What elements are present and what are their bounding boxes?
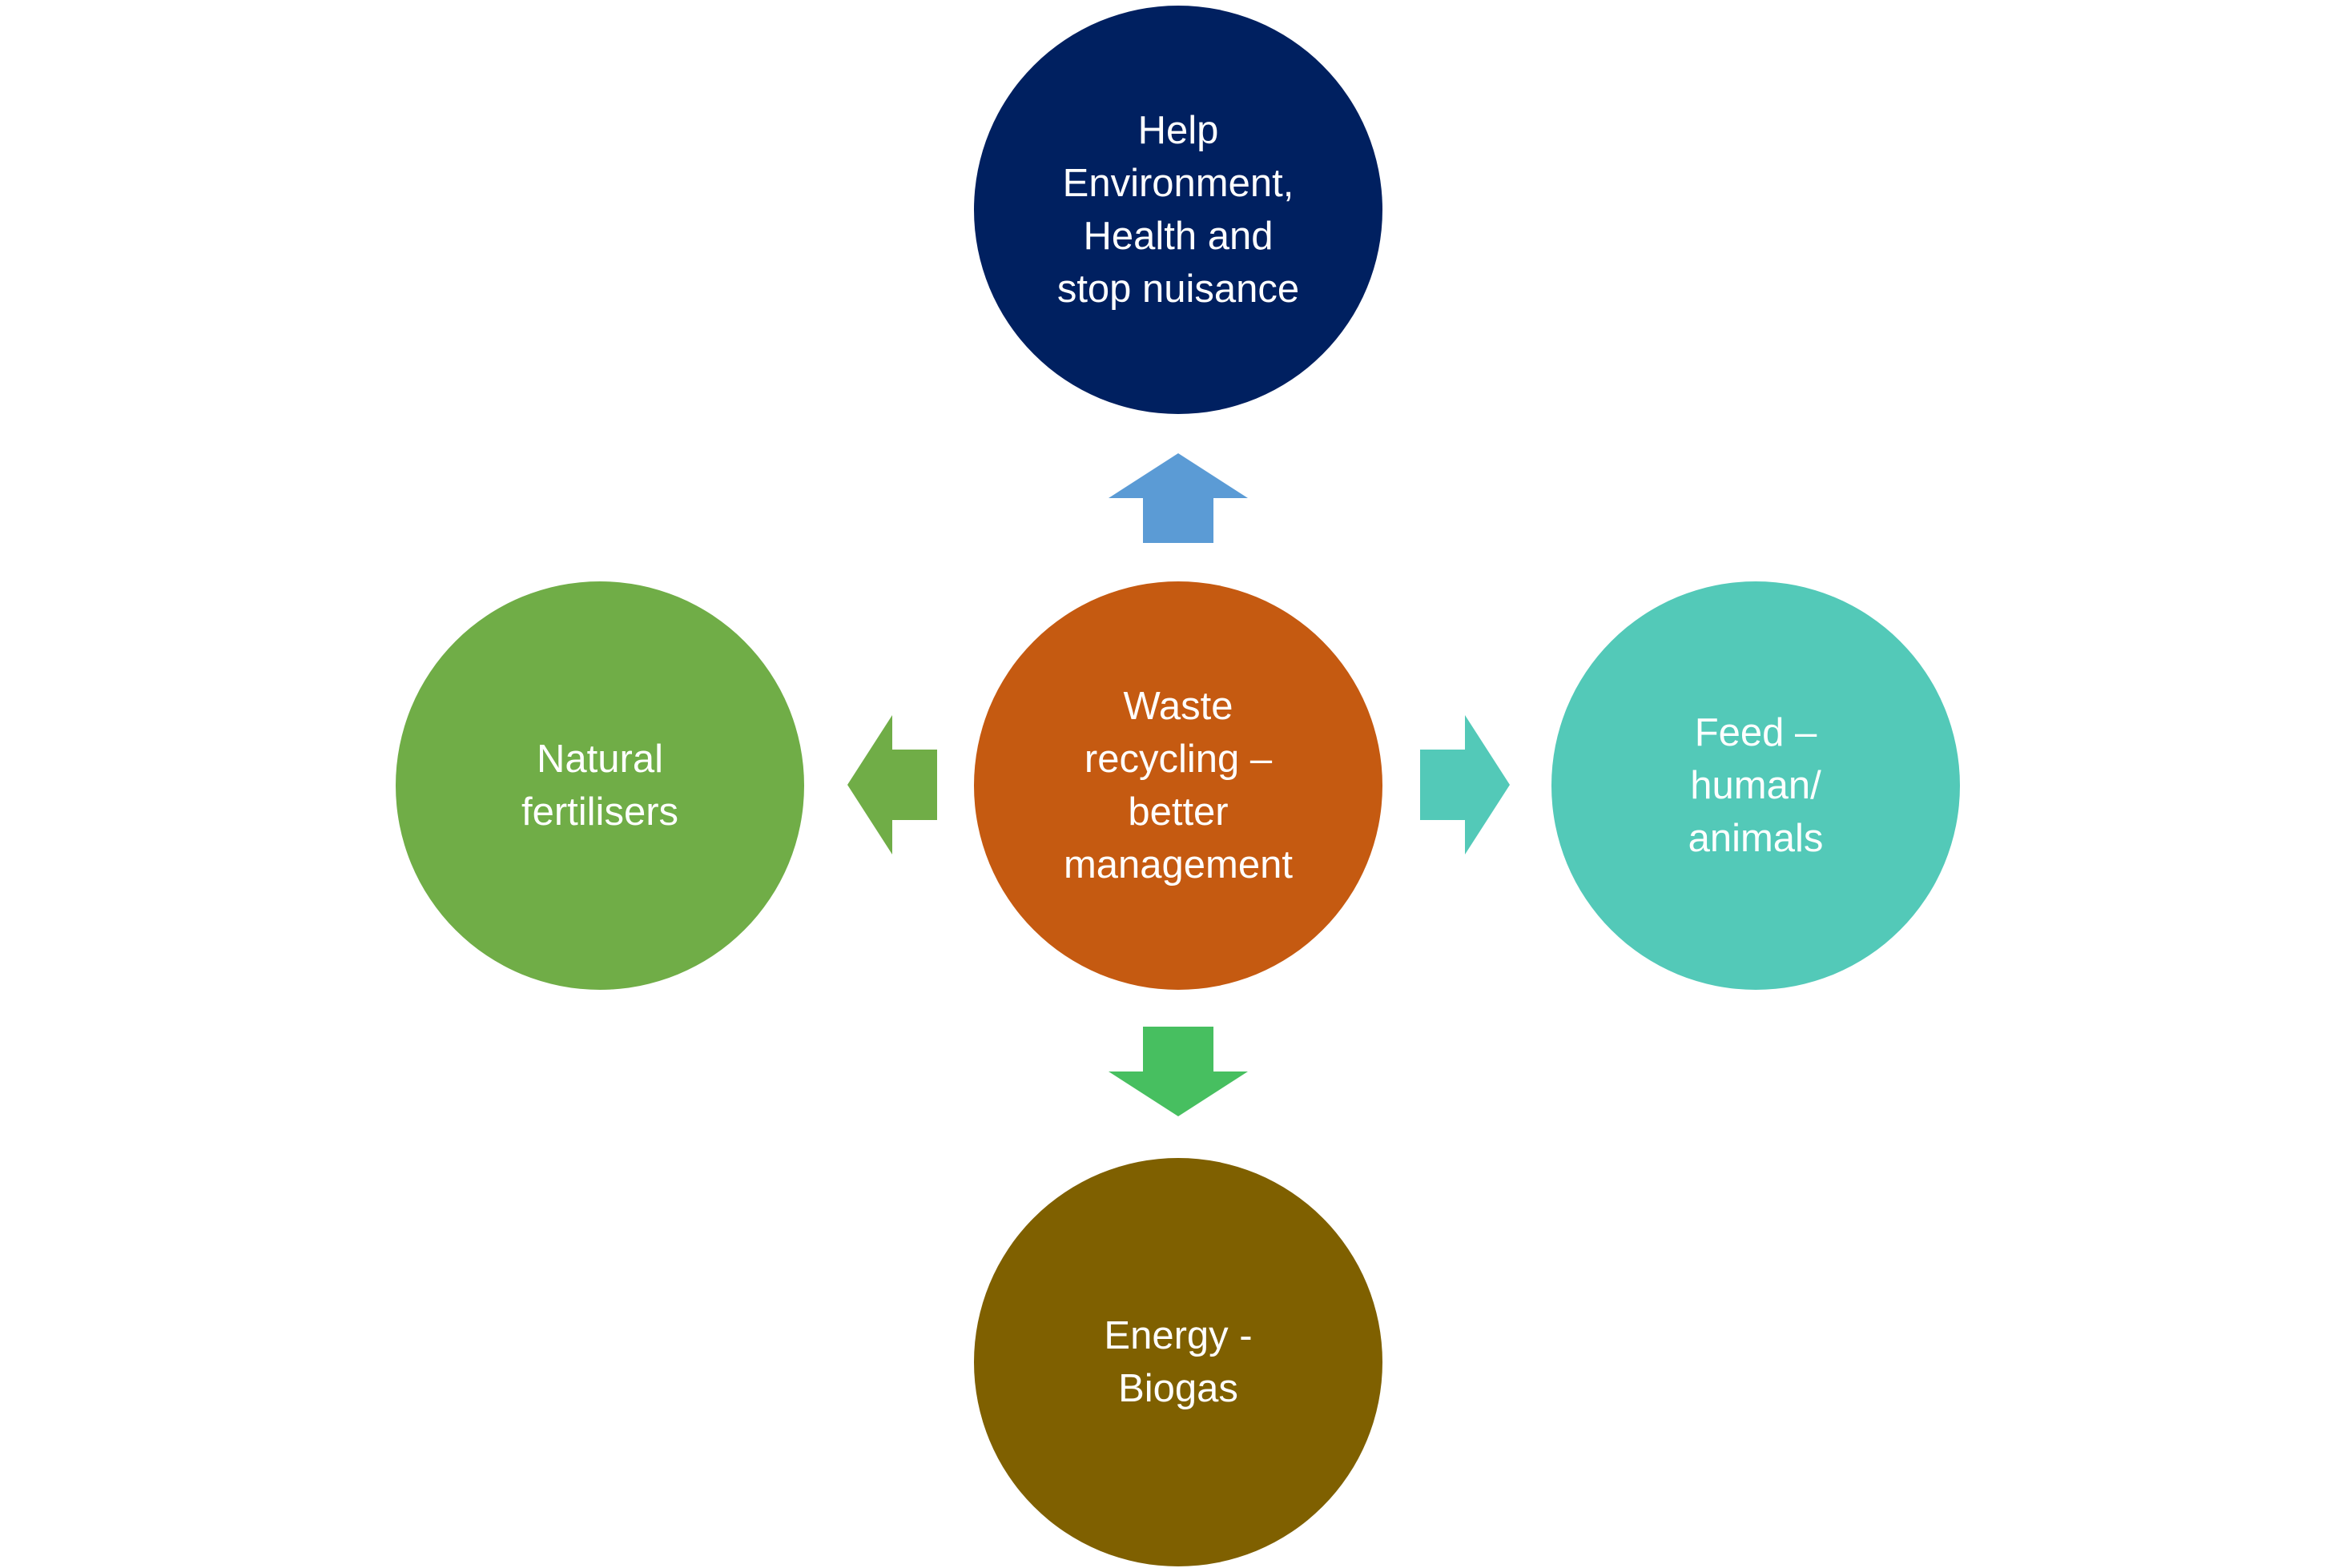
node-waste-recycling: Waste recycling – better management (974, 581, 1382, 990)
arrow-up-icon (1109, 453, 1248, 543)
arrow-right-icon (1420, 715, 1510, 854)
arrow-left-icon (847, 715, 937, 854)
node-feed: Feed – human/ animals (1551, 581, 1960, 990)
node-help-environment: Help Environment, Health and stop nuisan… (974, 6, 1382, 414)
node-energy-biogas: Energy - Biogas (974, 1158, 1382, 1566)
node-natural-fertilisers-label: Natural fertilisers (521, 738, 679, 834)
node-feed-label: Feed – human/ animals (1688, 711, 1824, 860)
node-waste-recycling-label: Waste recycling – better management (1063, 685, 1293, 887)
node-natural-fertilisers: Natural fertilisers (396, 581, 804, 990)
node-help-environment-label: Help Environment, Health and stop nuisan… (1056, 109, 1300, 311)
arrow-down-icon (1109, 1027, 1248, 1116)
node-energy-biogas-label: Energy - Biogas (1104, 1314, 1253, 1410)
